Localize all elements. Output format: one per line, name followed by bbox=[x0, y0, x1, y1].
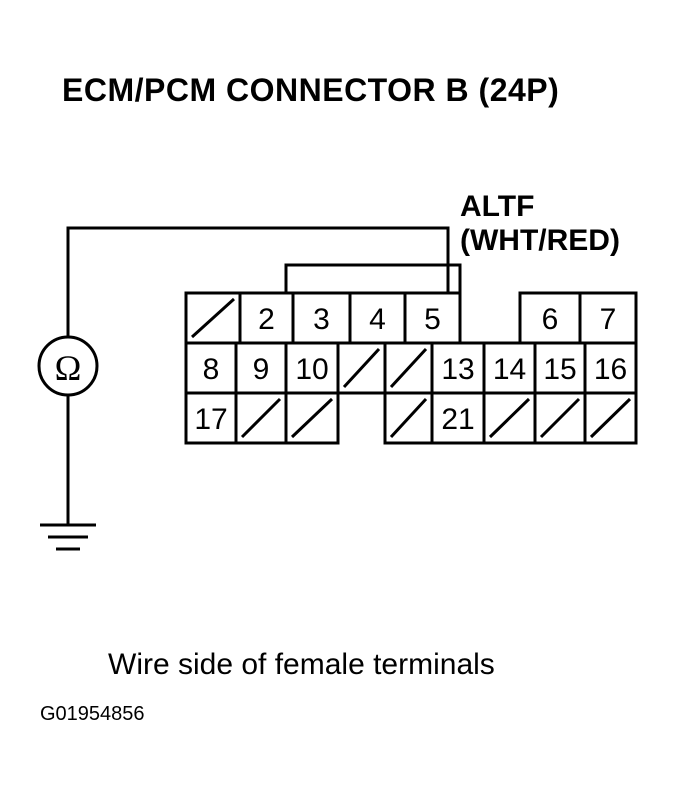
terminal-cell bbox=[184, 291, 242, 345]
terminal-cell bbox=[383, 391, 434, 445]
terminal-cell bbox=[336, 341, 387, 395]
terminal-number: 16 bbox=[594, 353, 627, 386]
terminal-cell: 4 bbox=[348, 291, 407, 345]
terminal-number: 17 bbox=[194, 403, 227, 436]
ground-icon bbox=[40, 523, 96, 551]
unused-terminal-slash bbox=[190, 297, 236, 339]
terminal-number: 21 bbox=[441, 403, 474, 436]
terminal-number: 15 bbox=[543, 353, 576, 386]
terminal-number: 3 bbox=[313, 303, 330, 336]
terminal-cell: 3 bbox=[291, 291, 352, 345]
terminal-cell-outline bbox=[403, 291, 462, 345]
unused-terminal-slash bbox=[389, 347, 428, 389]
terminal-cell-outline bbox=[430, 341, 486, 395]
unused-terminal-slash bbox=[290, 397, 334, 439]
unused-terminal-slash bbox=[389, 397, 428, 439]
terminal-number: 6 bbox=[542, 303, 559, 336]
terminal-cell: 6 bbox=[518, 291, 582, 345]
caption: Wire side of female terminals bbox=[108, 648, 495, 681]
figure-id: G01954856 bbox=[40, 703, 145, 725]
wire-name-label: ALTF bbox=[460, 190, 535, 223]
terminal-cell: 7 bbox=[578, 291, 638, 345]
terminal-number: 2 bbox=[258, 303, 275, 336]
terminal-cell-outline bbox=[348, 291, 407, 345]
diagram-title: ECM/PCM CONNECTOR B (24P) bbox=[62, 72, 560, 108]
terminal-cell: 15 bbox=[533, 341, 587, 395]
unused-terminal-slash bbox=[488, 397, 531, 439]
terminal-cell bbox=[284, 391, 340, 445]
terminal-number: 9 bbox=[253, 353, 270, 386]
terminal-cell-outline bbox=[518, 291, 582, 345]
terminal-cell: 14 bbox=[482, 341, 537, 395]
unused-terminal-slash bbox=[342, 347, 381, 389]
terminal-cell-outline bbox=[184, 341, 238, 395]
terminal-cell bbox=[234, 391, 288, 445]
terminal-cell bbox=[583, 391, 638, 445]
terminal-cell bbox=[533, 391, 587, 445]
terminal-cell: 8 bbox=[184, 341, 238, 395]
terminal-number: 10 bbox=[295, 353, 328, 386]
wire-color-label: (WHT/RED) bbox=[460, 224, 620, 257]
unused-terminal-slash bbox=[240, 397, 282, 439]
ohmmeter-icon: Ω bbox=[37, 335, 99, 397]
terminal-cell: 9 bbox=[234, 341, 288, 395]
terminal-number: 13 bbox=[441, 353, 474, 386]
terminal-cell: 21 bbox=[430, 391, 486, 445]
unused-terminal-slash bbox=[539, 397, 581, 439]
terminal-cell: 10 bbox=[284, 341, 340, 395]
terminal-cell: 13 bbox=[430, 341, 486, 395]
terminal-cell: 5 bbox=[403, 291, 462, 345]
terminal-number: 14 bbox=[493, 353, 526, 386]
terminal-cell: 2 bbox=[238, 291, 295, 345]
terminal-number: 5 bbox=[424, 303, 441, 336]
ohm-symbol: Ω bbox=[55, 348, 82, 388]
terminal-cell: 16 bbox=[583, 341, 638, 395]
terminal-cell bbox=[482, 391, 537, 445]
unused-terminal-slash bbox=[589, 397, 632, 439]
meter-lead-wire bbox=[66, 226, 462, 343]
terminal-cell-outline bbox=[184, 391, 238, 445]
terminal-number: 4 bbox=[369, 303, 386, 336]
terminal-cell bbox=[383, 341, 434, 395]
terminal-cell: 17 bbox=[184, 391, 238, 445]
terminal-number: 7 bbox=[600, 303, 617, 336]
terminal-cell-outline bbox=[533, 341, 587, 395]
terminal-number: 8 bbox=[203, 353, 220, 386]
